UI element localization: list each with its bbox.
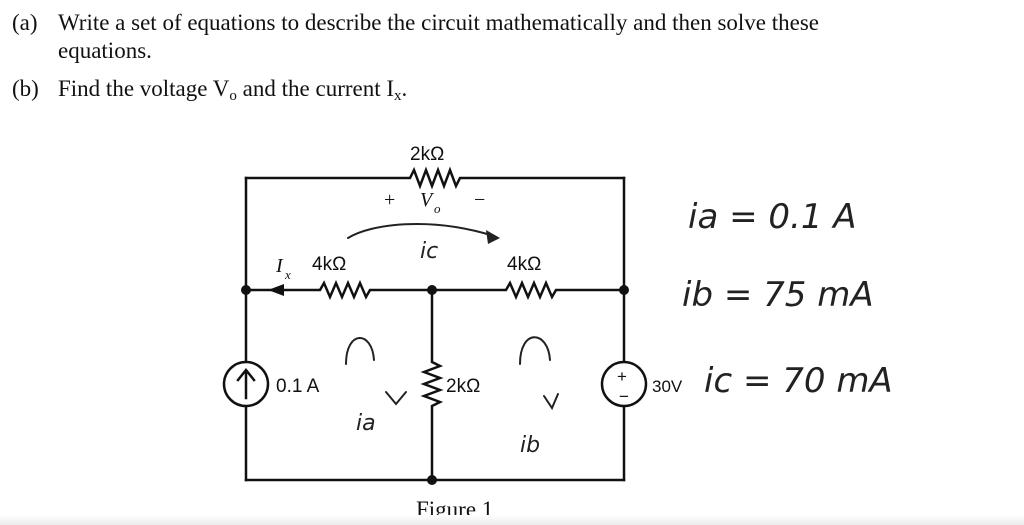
current-source-arrow [236, 367, 256, 400]
center-resistor-label: 2kΩ [446, 376, 480, 397]
ib-loop-label: ib [520, 433, 540, 458]
question-a-text: Write a set of equations to describe the… [58, 10, 819, 35]
ix-label: I [275, 255, 284, 277]
middle-left-wire [244, 279, 434, 301]
question-b-text-3: . [401, 76, 408, 101]
center-wire [420, 288, 444, 482]
vo-sub: o [434, 201, 441, 216]
current-source-label: 0.1 A [276, 376, 320, 397]
question-a: (a) Write a set of equations to describe … [12, 9, 1012, 37]
ib-loop-arrow [519, 336, 551, 365]
question-a-continued: equations. [58, 38, 152, 63]
question-b: (b) Find the voltage Vo and the current I… [12, 75, 407, 106]
result-ic: ic = 70 mA [704, 361, 893, 401]
question-b-text-2: and the current I [236, 76, 395, 101]
top-resistor-label: 2kΩ [410, 144, 444, 165]
ia-loop-arrow [345, 337, 375, 365]
question-b-sub-x: x [394, 88, 402, 104]
voltage-source [600, 360, 648, 408]
vs-plus: + [617, 367, 627, 386]
node-center [427, 285, 437, 295]
ix-sub: x [284, 267, 291, 282]
node-right [619, 285, 629, 295]
ia-loop-label: ia [356, 411, 376, 436]
ic-loop-label: ic [420, 239, 438, 264]
ix-arrow [268, 284, 284, 296]
voltage-source-label: 30V [652, 377, 683, 396]
question-b-label: (b) [12, 76, 39, 101]
vo-minus: − [474, 189, 485, 211]
vo-plus: + [384, 189, 395, 211]
question-b-sub-o: o [229, 88, 237, 104]
ic-loop-arrow [347, 223, 495, 239]
question-a-label: (a) [12, 10, 38, 35]
page-shadow [0, 515, 1024, 525]
ia-arrow-mark [385, 391, 407, 406]
vs-minus: − [619, 387, 629, 406]
result-ia: ia = 0.1 A [688, 197, 857, 237]
vo-label: V [420, 189, 435, 211]
result-ib: ib = 75 mA [682, 275, 874, 315]
right-resistor-label: 4kΩ [507, 254, 541, 275]
left-resistor-label: 4kΩ [312, 254, 346, 275]
node-bottom [427, 475, 437, 485]
question-b-text-1: Find the voltage V [58, 76, 230, 101]
node-left [241, 285, 251, 295]
ib-arrow-mark [543, 393, 559, 411]
top-wire [244, 166, 626, 190]
middle-right-wire [430, 279, 626, 301]
